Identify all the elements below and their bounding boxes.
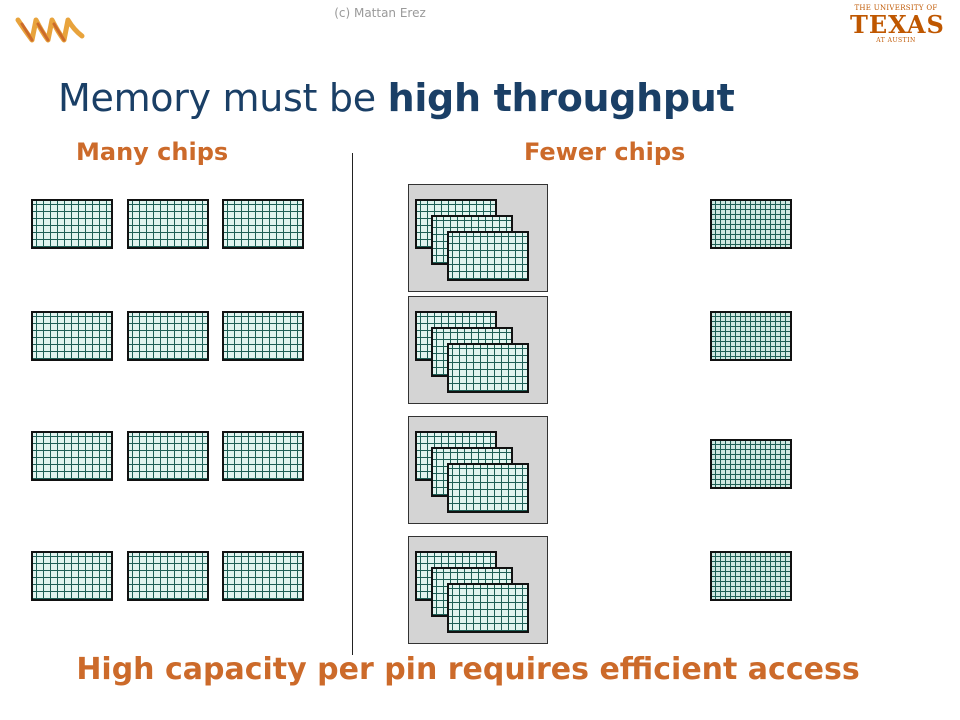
memory-chip-icon [222, 199, 304, 249]
memory-chip-icon [127, 431, 209, 481]
dense-memory-chip-icon [710, 551, 792, 601]
memory-chip-icon [127, 199, 209, 249]
column-divider [352, 153, 353, 655]
stacked-chip-package-icon [408, 536, 548, 644]
memory-die-icon [447, 231, 529, 281]
memory-chip-icon [127, 311, 209, 361]
memory-die-icon [447, 343, 529, 393]
slide-title: Memory must be high throughput [58, 76, 735, 120]
many-chips-label: Many chips [76, 138, 229, 166]
memory-chip-icon [127, 551, 209, 601]
memory-chip-icon [222, 551, 304, 601]
dense-memory-chip-icon [710, 311, 792, 361]
ut-austin-logo: THE UNIVERSITY OF TEXAS AT AUSTIN [850, 4, 945, 50]
title-emphasis: high throughput [387, 76, 735, 120]
stacked-chip-package-icon [408, 184, 548, 292]
memory-chip-icon [31, 431, 113, 481]
memory-chip-icon [31, 551, 113, 601]
memory-die-icon [447, 463, 529, 513]
ut-logo-sub-text: AT AUSTIN [876, 37, 916, 44]
ut-logo-main-text: TEXAS [850, 10, 945, 39]
fewer-chips-label: Fewer chips [524, 138, 686, 166]
memory-chip-icon [222, 431, 304, 481]
memory-chip-icon [31, 311, 113, 361]
footer-statement: High capacity per pin requires efficient… [76, 652, 860, 687]
memory-chip-icon [31, 199, 113, 249]
memory-die-icon [447, 583, 529, 633]
stacked-chip-package-icon [408, 416, 548, 524]
dense-memory-chip-icon [710, 199, 792, 249]
ut-logo-top-text: THE UNIVERSITY OF [854, 4, 938, 12]
dense-memory-chip-icon [710, 439, 792, 489]
memory-chip-icon [222, 311, 304, 361]
copyright-text: (c) Mattan Erez [334, 6, 426, 20]
stacked-chip-package-icon [408, 296, 548, 404]
lph-logo-icon [15, 17, 85, 43]
title-prefix: Memory must be [58, 76, 388, 120]
